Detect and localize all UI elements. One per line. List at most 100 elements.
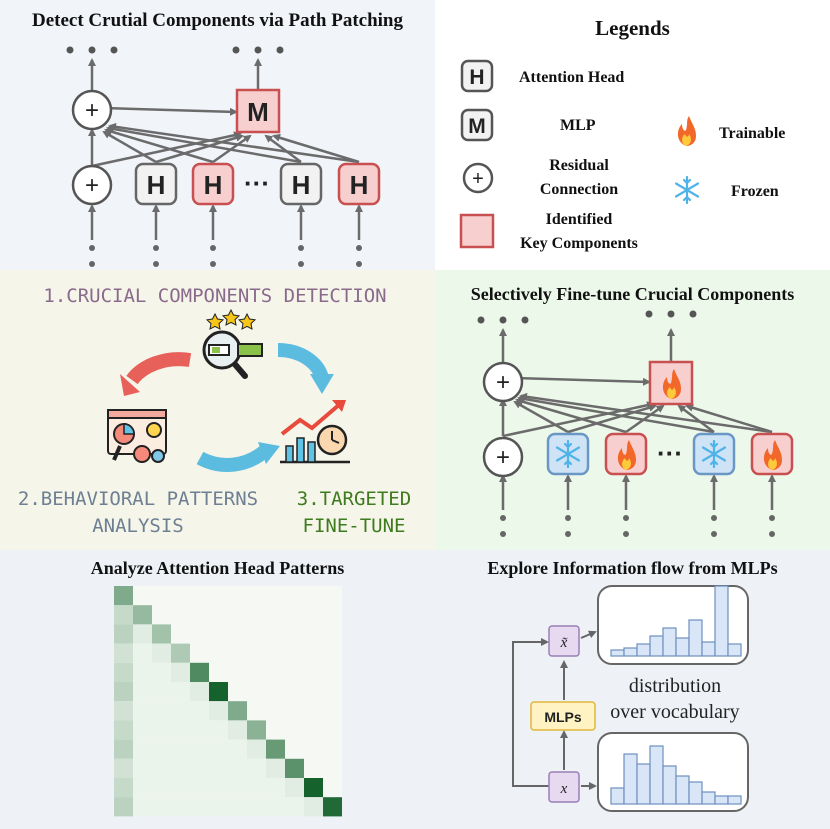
heatmap-cell [285, 605, 304, 625]
heatmap-cell [247, 758, 266, 778]
legend-title: Legends [595, 16, 670, 40]
heatmap-cell [266, 797, 285, 817]
heatmap-cell [133, 720, 152, 740]
workflow-panel: 1.CRUCIAL COMPONENTS DETECTION [0, 270, 435, 550]
histogram-bar [727, 643, 742, 657]
heatmap-cell [133, 605, 152, 625]
svg-text:+: + [85, 97, 99, 124]
legend-head-icon: H [460, 59, 494, 93]
histogram-bar [623, 647, 638, 657]
heatmap-cell [323, 586, 342, 606]
svg-text:M: M [247, 97, 269, 127]
heatmap-cell [228, 720, 247, 740]
heatmap-cell [304, 778, 323, 798]
heatmap-cell [228, 758, 247, 778]
ft-head-2-trainable [604, 432, 648, 476]
stars-icon [205, 308, 257, 330]
heatmap-cell [228, 643, 247, 663]
workflow-diagram: 1.CRUCIAL COMPONENTS DETECTION [18, 285, 411, 537]
heatmap-cell [114, 586, 133, 606]
heatmap-cell [228, 586, 247, 606]
input-dots [89, 245, 362, 267]
heatmap-cell [247, 624, 266, 644]
heatmap-cell [190, 682, 209, 702]
legend-key-label-1: Identified [546, 211, 613, 228]
ft-residual-bottom: + [482, 436, 524, 478]
head-node-2-key: H [191, 162, 235, 206]
heatmap-cell [114, 605, 133, 625]
svg-text:H: H [292, 170, 311, 200]
heatmap-cell [152, 778, 171, 798]
heatmap-cell [266, 624, 285, 644]
heatmap-cell [247, 797, 266, 817]
legend-residual-label-2: Connection [540, 181, 618, 198]
heatmap-cell [247, 605, 266, 625]
heatmap-cell [209, 778, 228, 798]
heatmap-cell [152, 739, 171, 759]
path-patching-diagram: + + M H H ··· H H [66, 46, 381, 267]
heatmap-cell [171, 605, 190, 625]
legend-residual-icon: + [462, 162, 494, 194]
heatmap-cell [171, 720, 190, 740]
step3-label-2: FINE-TUNE [303, 515, 406, 537]
legend-key-label-2: Key Components [520, 235, 638, 252]
attention-panel: Analyze Attention Head Patterns [0, 550, 435, 829]
heatmap-cell [152, 720, 171, 740]
ft-input-dots [500, 515, 775, 537]
heatmap-cell [266, 682, 285, 702]
heatmap-cell [190, 662, 209, 682]
heatmap-cell [228, 739, 247, 759]
heatmap-cell [228, 701, 247, 721]
heatmap-cell [209, 624, 228, 644]
heatmap-cell [171, 643, 190, 663]
heatmap-cell [209, 643, 228, 663]
heatmap-cell [323, 624, 342, 644]
finetune-diagram: + + ··· [477, 310, 794, 537]
heatmap-cell [323, 605, 342, 625]
mlps-box: MLPs [530, 701, 596, 731]
heatmap-cell [304, 624, 323, 644]
finetune-panel: Selectively Fine-tune Crucial Components [435, 270, 830, 550]
heatmap-cell [190, 758, 209, 778]
heatmap-cell [209, 720, 228, 740]
heatmap-cell [171, 758, 190, 778]
heatmap-cell [152, 643, 171, 663]
heatmap-cell [209, 758, 228, 778]
histogram-bar [623, 753, 638, 805]
top-distribution-histogram [610, 585, 742, 657]
ft-head-1-frozen [546, 432, 590, 476]
heatmap-cell [152, 586, 171, 606]
heatmap-cell [304, 797, 323, 817]
blue-cycle-arrow-top [277, 343, 334, 394]
svg-text:+: + [496, 444, 510, 471]
histogram-bar [701, 641, 716, 657]
legend-mlp-icon: M [460, 108, 494, 142]
heatmap-cell [114, 739, 133, 759]
heatmap-cell [285, 586, 304, 606]
heatmap-cell [304, 605, 323, 625]
svg-text:H: H [469, 66, 484, 89]
heatmap-cell [247, 778, 266, 798]
heatmap-cell [133, 701, 152, 721]
heatmap-cell [247, 682, 266, 702]
heatmap-cell [190, 605, 209, 625]
svg-text:M: M [468, 115, 486, 138]
heatmap-cell [266, 643, 285, 663]
bottom-distribution-histogram [610, 745, 742, 805]
ft-residual-top: + [482, 361, 524, 403]
svg-text:+: + [85, 172, 99, 199]
finetune-title: Selectively Fine-tune Crucial Components [470, 284, 795, 304]
snowflake-icon [674, 175, 700, 205]
attention-heatmap [114, 586, 342, 817]
heatmap-cell [152, 701, 171, 721]
legend-panel: Legends H Attention Head M MLP + Residua… [435, 0, 830, 270]
x-tilde-node: x̃ [548, 625, 580, 657]
heatmap-cell [133, 778, 152, 798]
svg-text:H: H [204, 170, 223, 200]
heatmap-cell [285, 739, 304, 759]
heatmap-cell [133, 682, 152, 702]
heatmap-cell [285, 624, 304, 644]
heatmap-cell [247, 739, 266, 759]
heatmap-cell [247, 720, 266, 740]
growth-chart-icon [280, 400, 350, 464]
